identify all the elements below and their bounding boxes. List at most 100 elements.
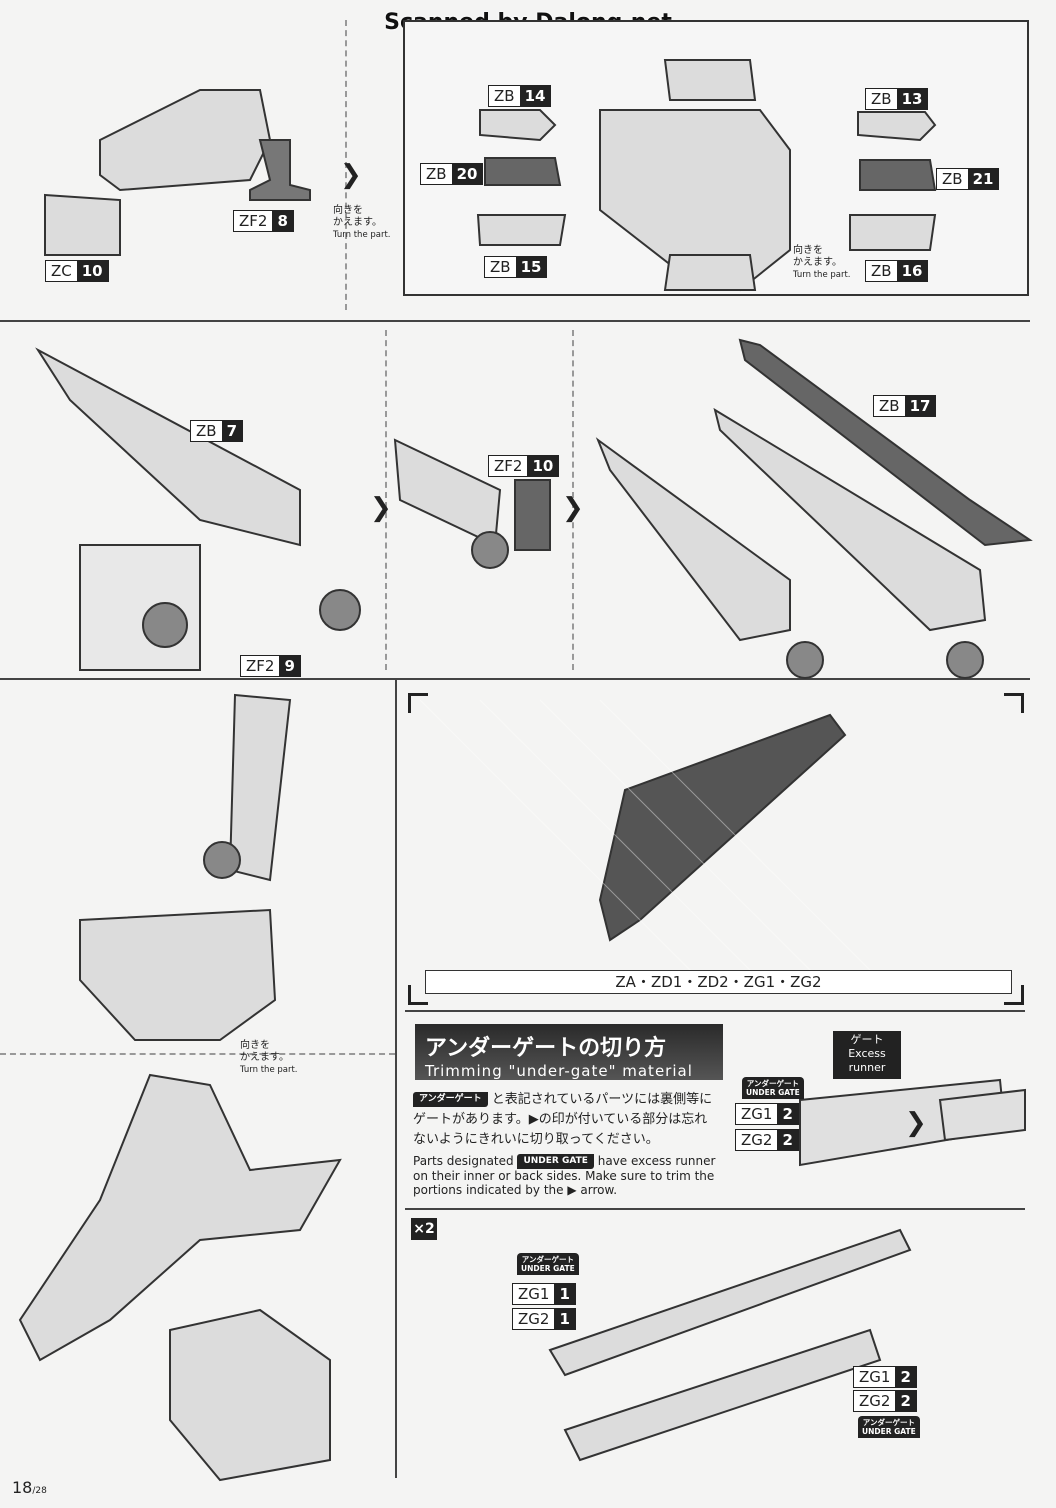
part-number: 2 (777, 1104, 798, 1124)
next-step-chevron-icon: ❯ (340, 160, 362, 190)
turn-part-note: 向きをかえます。 Turn the part. (793, 245, 851, 281)
part-code: ZC (51, 262, 72, 280)
turn-note-en: Turn the part. (793, 270, 851, 280)
part-code: ZG2 (741, 1131, 773, 1149)
gate-en: Excess (848, 1047, 886, 1060)
next-step-chevron-icon: ❯ (905, 1108, 927, 1138)
divider (395, 678, 397, 1478)
part-code: ZB (942, 170, 963, 188)
turn-note-en: Turn the part. (240, 1065, 298, 1075)
quantity-x2-badge: ×2 (411, 1218, 437, 1240)
divider (0, 1053, 395, 1055)
instruction-jp: ないようにきれいに切り取ってください。 (413, 1132, 659, 1147)
part-code: ZB (490, 258, 511, 276)
part-number: 8 (272, 211, 293, 231)
part-code: ZF2 (239, 212, 268, 230)
gate-en: runner (848, 1061, 886, 1074)
under-gate-title-jp: アンダーゲートの切り方 (425, 1036, 667, 1061)
part-number: 16 (896, 261, 928, 281)
gate-jp: ゲート (850, 1033, 884, 1046)
badge-jp: アンダーゲート (746, 1079, 799, 1088)
page-number: 18/28 (12, 1478, 47, 1497)
part-number: 15 (515, 257, 547, 277)
turn-note-jp: 向きを (793, 245, 823, 256)
part-code: ZF2 (494, 457, 523, 475)
badge-en: UNDER GATE (746, 1088, 800, 1097)
part-number: 20 (451, 164, 483, 184)
turn-note-jp: かえます。 (793, 257, 842, 268)
part-code: ZG1 (741, 1105, 773, 1123)
part-number: 10 (76, 261, 108, 281)
part-number: 10 (527, 456, 559, 476)
part-code: ZB (426, 165, 447, 183)
under-gate-title-en: Trimming "under-gate" material (425, 1062, 693, 1080)
instruction-jp: ゲートがあります。▶の印が付いている部分は忘れ (413, 1112, 708, 1127)
divider (405, 1010, 1025, 1012)
under-gate-tag: UNDER GATE (517, 1154, 594, 1169)
badge-jp: アンダーゲート (862, 1418, 915, 1427)
divider (0, 320, 1030, 322)
part-number: 13 (896, 89, 928, 109)
part-number: 2 (895, 1367, 916, 1387)
divider (385, 330, 387, 670)
part-number: 1 (554, 1309, 575, 1329)
part-code: ZG1 (518, 1285, 550, 1303)
divider (345, 20, 347, 310)
part-code: ZG2 (859, 1392, 891, 1410)
part-code: ZB (494, 87, 515, 105)
part-number: 2 (895, 1391, 916, 1411)
instruction-en: have excess runner on their inner or bac… (413, 1154, 716, 1197)
parts-list-bar: ZA・ZD1・ZD2・ZG1・ZG2 (425, 970, 1012, 994)
page-current: 18 (12, 1478, 33, 1497)
instruction-jp: と表記されているパーツには裏側等に (491, 1092, 713, 1107)
badge-en: UNDER GATE (862, 1427, 916, 1436)
divider (0, 678, 1030, 680)
turn-part-note: 向きをかえます。Turn the part. (240, 1040, 298, 1076)
part-number: 17 (904, 396, 936, 416)
part-number: 1 (554, 1284, 575, 1304)
part-code: ZG1 (859, 1368, 891, 1386)
under-gate-tag: アンダーゲート (413, 1092, 488, 1107)
part-code: ZB (196, 422, 217, 440)
badge-en: UNDER GATE (521, 1264, 575, 1273)
turn-note-en: Turn the part. (333, 230, 391, 240)
page-total: /28 (32, 1486, 47, 1496)
instruction-en: Parts designated (413, 1154, 514, 1168)
next-step-chevron-icon: ❯ (562, 493, 584, 523)
part-code: ZG2 (518, 1310, 550, 1328)
badge-jp: アンダーゲート (521, 1255, 574, 1264)
part-number: 9 (279, 656, 300, 676)
part-code: ZB (879, 397, 900, 415)
turn-note-jp: 向きを (333, 205, 363, 216)
turn-note-jp: かえます。 (240, 1052, 289, 1063)
part-number: 21 (967, 169, 999, 189)
part-code: ZB (871, 262, 892, 280)
part-code: ZF2 (246, 657, 275, 675)
part-code: ZB (871, 90, 892, 108)
turn-part-note: 向きをかえます。Turn the part. (333, 205, 391, 241)
under-gate-title: アンダーゲートの切り方 Trimming "under-gate" materi… (415, 1024, 723, 1080)
